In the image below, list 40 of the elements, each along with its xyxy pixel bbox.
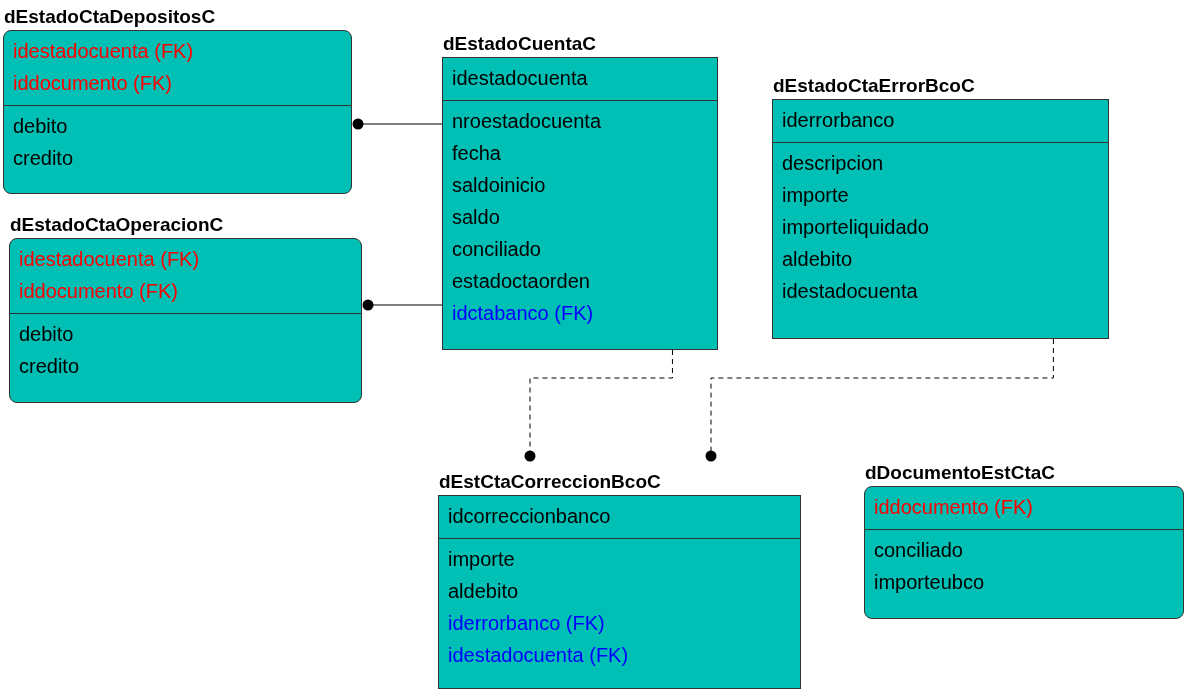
entity-name: dEstadoCtaErrorBcoC	[772, 74, 976, 98]
attribute: importe	[448, 547, 515, 572]
entity-name: dEstadoCuentaC	[442, 32, 598, 56]
attribute: conciliado	[874, 538, 963, 563]
entity-name: dDocumentoEstCtaC	[864, 461, 1056, 485]
key-attribute: idestadocuenta (FK)	[13, 39, 194, 64]
attribute: iderrorbanco (FK)	[448, 611, 605, 636]
attribute: saldo	[452, 205, 500, 230]
relationship-line	[352, 118, 443, 130]
entity-name: dEstadoCtaDepositosC	[3, 5, 217, 29]
attribute: idctabanco (FK)	[452, 301, 594, 326]
attribute: idestadocuenta	[782, 279, 918, 304]
entity-name: dEstadoCtaOperacionC	[9, 213, 225, 237]
attribute: credito	[13, 146, 74, 171]
attribute: debito	[13, 114, 68, 139]
key-attribute: iddocumento (FK)	[13, 71, 172, 96]
entity-name: dEstCtaCorreccionBcoC	[438, 470, 662, 494]
attribute: saldoinicio	[452, 173, 546, 198]
attribute: nroestadocuenta	[452, 109, 601, 134]
relationship-line	[524, 349, 673, 462]
attribute: debito	[19, 322, 74, 347]
attribute: importeliquidado	[782, 215, 929, 240]
attribute: conciliado	[452, 237, 541, 262]
attribute: estadoctaorden	[452, 269, 590, 294]
attribute: idestadocuenta (FK)	[448, 643, 629, 668]
key-attribute: iddocumento (FK)	[874, 495, 1033, 520]
key-attribute: iderrorbanco	[782, 108, 895, 133]
attribute: importeubco	[874, 570, 985, 595]
attribute: importe	[782, 183, 849, 208]
attribute: aldebito	[782, 247, 853, 272]
attribute: aldebito	[448, 579, 519, 604]
relationship-line	[362, 299, 443, 311]
relationship-line	[705, 338, 1054, 462]
key-attribute: idestadocuenta	[452, 66, 588, 91]
key-attribute: idcorreccionbanco	[448, 504, 611, 529]
attribute: fecha	[452, 141, 501, 166]
key-attribute: iddocumento (FK)	[19, 279, 178, 304]
attribute: descripcion	[782, 151, 884, 176]
key-attribute: idestadocuenta (FK)	[19, 247, 200, 272]
attribute: credito	[19, 354, 80, 379]
